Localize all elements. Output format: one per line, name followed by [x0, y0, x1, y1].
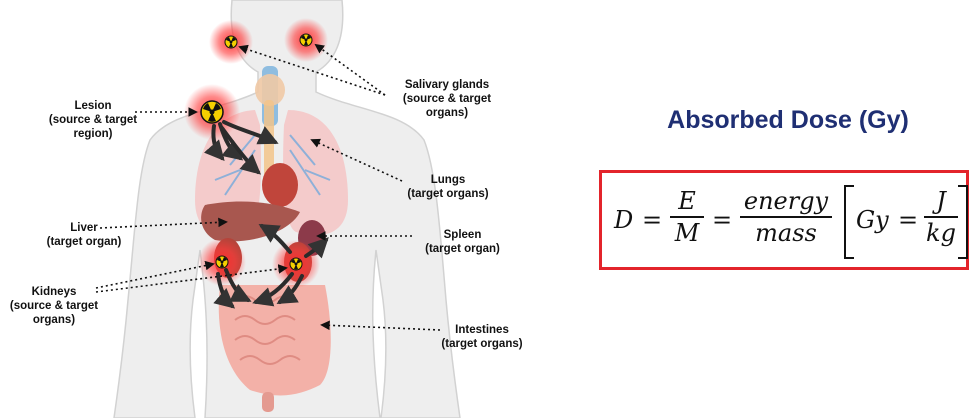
- formula-eq3: =: [898, 206, 918, 234]
- fraction-denominator: M: [670, 219, 704, 247]
- radiation-icon: [216, 256, 228, 268]
- fraction-energy-over-mass: energy mass: [740, 187, 832, 247]
- formula-lhs: D: [614, 206, 633, 234]
- fraction-denominator: kg: [924, 219, 958, 247]
- fraction-e-over-m: E M: [670, 187, 704, 247]
- label-lesion: Lesion (source & target region): [38, 99, 148, 141]
- fraction-numerator: J: [924, 187, 958, 215]
- label-intestines: Intestines (target organs): [427, 323, 537, 351]
- label-kidneys: Kidneys (source & target organs): [4, 285, 104, 327]
- fraction-bar: [740, 216, 832, 218]
- heart: [262, 163, 298, 207]
- formula-box: D = E M = energy mass Gy = J kg: [599, 170, 969, 270]
- right-bracket: [958, 185, 968, 259]
- fraction-denominator: mass: [740, 219, 832, 247]
- absorbed-dose-title: Absorbed Dose (Gy): [618, 106, 958, 135]
- radiation-icon: [225, 36, 237, 48]
- label-salivary-glands: Salivary glands (source & target organs): [387, 78, 507, 120]
- label-spleen: Spleen (target organ): [415, 228, 510, 256]
- radiation-icon: [201, 101, 223, 123]
- fraction-j-over-kg: J kg: [924, 187, 958, 247]
- fraction-numerator: E: [670, 187, 704, 215]
- formula-eq2: =: [712, 206, 732, 234]
- left-bracket: [844, 185, 854, 259]
- formula-eq1: =: [642, 206, 662, 234]
- radiation-icon: [300, 34, 312, 46]
- label-liver: Liver (target organ): [38, 221, 130, 249]
- radiation-icon: [290, 258, 302, 270]
- fraction-numerator: energy: [740, 187, 832, 215]
- fraction-bar: [670, 216, 704, 218]
- fraction-bar: [924, 216, 958, 218]
- label-lungs: Lungs (target organs): [398, 173, 498, 201]
- formula-unit: Gy: [856, 206, 889, 234]
